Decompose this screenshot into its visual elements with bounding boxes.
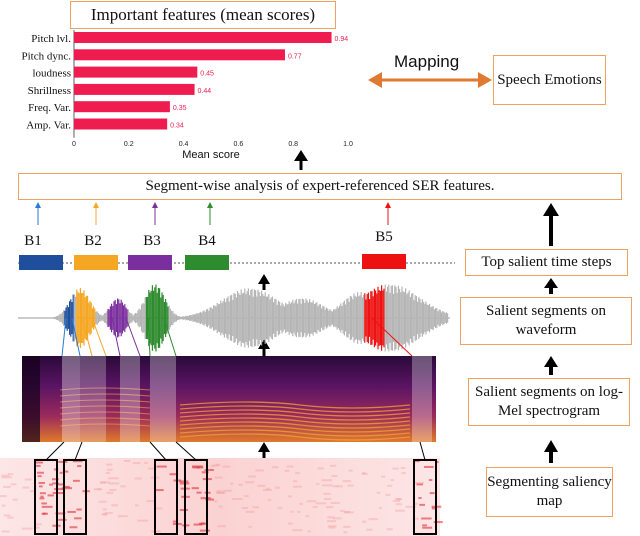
- segment-arrows: [35, 202, 391, 225]
- data-label: 0.77: [288, 53, 302, 60]
- segment-block-b5: [362, 254, 406, 269]
- x-tick-label: 0.8: [288, 141, 298, 148]
- x-axis-label: Mean score: [182, 149, 239, 161]
- salient-waveform-box: Salient segments on waveform: [460, 297, 632, 345]
- category-label: Shrillness: [28, 85, 71, 97]
- category-label: loudness: [33, 68, 72, 80]
- pipeline-arrows: [543, 203, 559, 463]
- middle-arrows: [258, 274, 270, 459]
- bar: [74, 118, 168, 130]
- connector-lines: [45, 317, 426, 461]
- segment-label-b1: B1: [24, 233, 42, 249]
- spectrogram: [22, 356, 436, 442]
- data-label: 0.35: [173, 105, 187, 112]
- up-arrow-chart: [294, 150, 308, 170]
- category-label: Freq. Var.: [28, 102, 71, 114]
- bar: [74, 66, 198, 78]
- data-label: 0.94: [335, 36, 349, 43]
- data-label: 0.45: [200, 71, 214, 78]
- waveform: [18, 284, 450, 352]
- segment-label-b4: B4: [198, 233, 216, 249]
- category-label: Pitch lvl.: [31, 33, 71, 45]
- bar: [74, 32, 332, 43]
- speech-emotions-box: Speech Emotions: [493, 55, 606, 105]
- bar: [74, 49, 285, 61]
- segment-label-b2: B2: [84, 233, 102, 249]
- category-label: Amp. Var.: [26, 120, 71, 132]
- saliency-map-box: Segmenting saliency map: [486, 467, 613, 517]
- segment-block-b2: [74, 255, 118, 270]
- chart-title: Important features (mean scores): [70, 1, 336, 29]
- data-label: 0.34: [170, 123, 184, 130]
- mapping-label: Mapping: [394, 52, 460, 71]
- bar: [74, 101, 170, 113]
- saliency-map: [0, 458, 443, 536]
- mapping-arrow: [368, 72, 492, 88]
- x-tick-label: 0.6: [234, 141, 244, 148]
- x-tick-label: 0.4: [179, 141, 189, 148]
- x-tick-label: 0: [72, 141, 76, 148]
- x-tick-label: 1.0: [343, 141, 353, 148]
- top-salient-box: Top salient time steps: [465, 249, 628, 276]
- segment-block-b1: [19, 255, 63, 270]
- segment-block-b3: [128, 255, 172, 270]
- data-label: 0.44: [198, 88, 212, 95]
- segment-label-b5: B5: [375, 229, 393, 245]
- segment-block-b4: [185, 255, 229, 270]
- segment-analysis-box: Segment-wise analysis of expert-referenc…: [18, 173, 622, 200]
- category-label: Pitch dync.: [22, 50, 72, 62]
- bar: [74, 83, 195, 95]
- segment-label-b3: B3: [143, 233, 161, 249]
- salient-spectrogram-box: Salient segments on log-Mel spectrogram: [468, 378, 630, 426]
- x-tick-label: 0.2: [124, 141, 134, 148]
